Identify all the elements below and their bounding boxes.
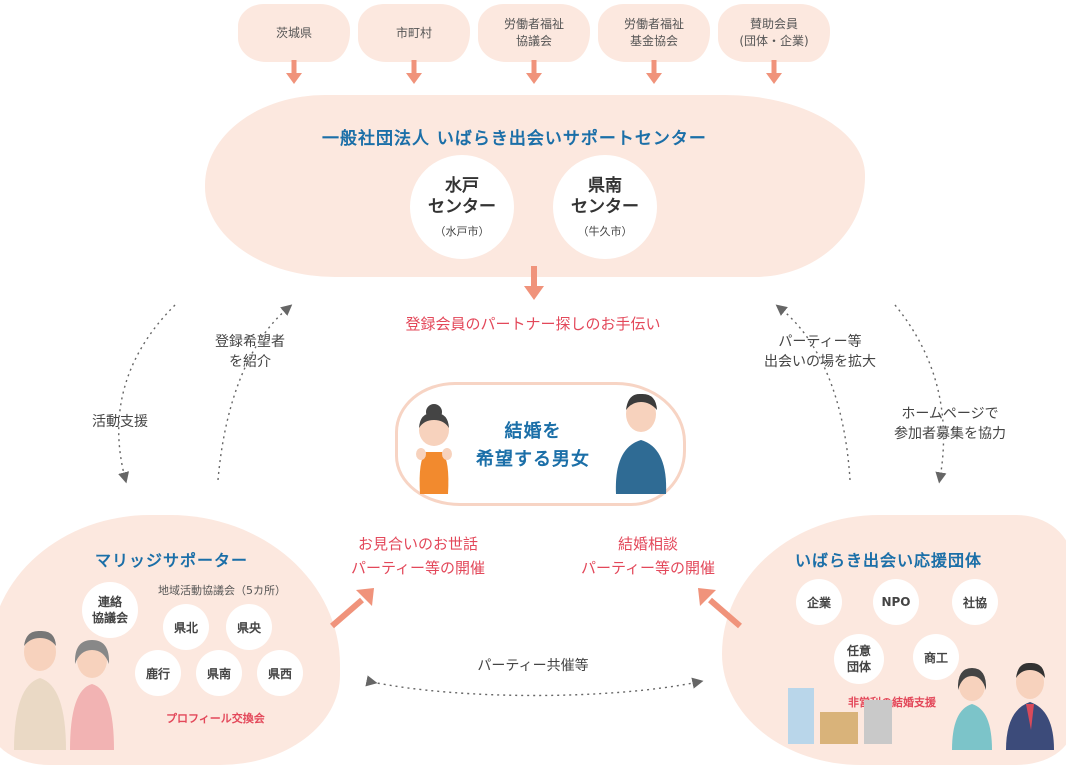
consult-label: 結婚相談 パーティー等の開催 [580,535,716,577]
supporter-man-illustration [14,630,66,750]
funder-municipalities: 市町村 [358,4,470,62]
regional-council-label: 地域活動協議会（5カ所） [158,584,286,597]
activity-support-arrow [118,304,176,484]
homepage-label: ホームページで 参加者募集を協力 [894,406,1006,442]
funder-labor-fund: 労働者福祉 基金協会 [598,4,710,62]
area-kennan: 県南 [196,650,242,696]
kennan-center-city: （牛久市） [577,224,633,238]
group-voluntary: 任意 団体 [834,634,884,684]
group-social-welfare: 社協 [952,579,998,625]
supporter-title: マリッジサポーター [95,551,249,570]
joint-party-label: パーティー共催等 [477,658,589,674]
area-kenou: 県央 [226,604,272,650]
homepage-arrow [894,304,947,484]
omiai-label: お見合いのお世話 パーティー等の開催 [350,535,486,577]
supporter-woman-illustration [70,640,114,750]
funder-ibaraki: 茨城県 [238,4,350,62]
liaison-council: 連絡 協議会 [82,582,138,638]
center-down-arrow [524,266,544,300]
kennan-center: 県南 センター （牛久市） [553,155,657,259]
party-expand-arrow [775,304,851,481]
activity-support-label: 活動支援 [92,414,148,430]
introduce-label: 登録希望者 を紹介 [215,334,285,370]
support-man-illustration [1006,662,1054,750]
support-groups-title: いばらき出会い応援団体 [795,551,983,570]
woman-illustration [416,404,452,494]
kennan-center-name: 県南 センター [571,175,639,217]
group-company: 企業 [796,579,842,625]
mito-center: 水戸 センター （水戸市） [410,155,514,259]
couple-title: 結婚を 希望する男女 [476,421,590,470]
support-woman-illustration [952,668,992,750]
mito-center-name: 水戸 センター [428,175,496,217]
funder-arrows [286,60,782,84]
mito-center-city: （水戸市） [434,224,490,238]
funder-labor-council: 労働者福祉 協議会 [478,4,590,62]
man-illustration [615,393,667,494]
support-groups-blob [722,515,1066,765]
supporter-to-omiai-arrow [330,588,374,629]
partner-search-label: 登録会員のパートナー探しのお手伝い [405,315,661,333]
buildings-illustration [788,688,892,744]
party-expand-label: パーティー等 出会いの場を拡大 [764,334,876,370]
area-kensei: 県西 [257,650,303,696]
area-kenpoku: 県北 [163,604,209,650]
group-npo: NPO [873,579,919,625]
profile-exchange-label: プロフィール交換会 [166,712,265,725]
funder-supporting-members: 賛助会員 (団体・企業) [718,4,830,62]
joint-party-arrow [365,675,704,697]
groups-to-consult-arrow [698,588,742,629]
center-title: 一般社団法人 いばらき出会いサポートセンター [322,129,707,149]
area-rokko: 鹿行 [135,650,181,696]
introduce-arrow [217,304,293,481]
group-commerce: 商工 [913,634,959,680]
center-blob [205,95,865,277]
